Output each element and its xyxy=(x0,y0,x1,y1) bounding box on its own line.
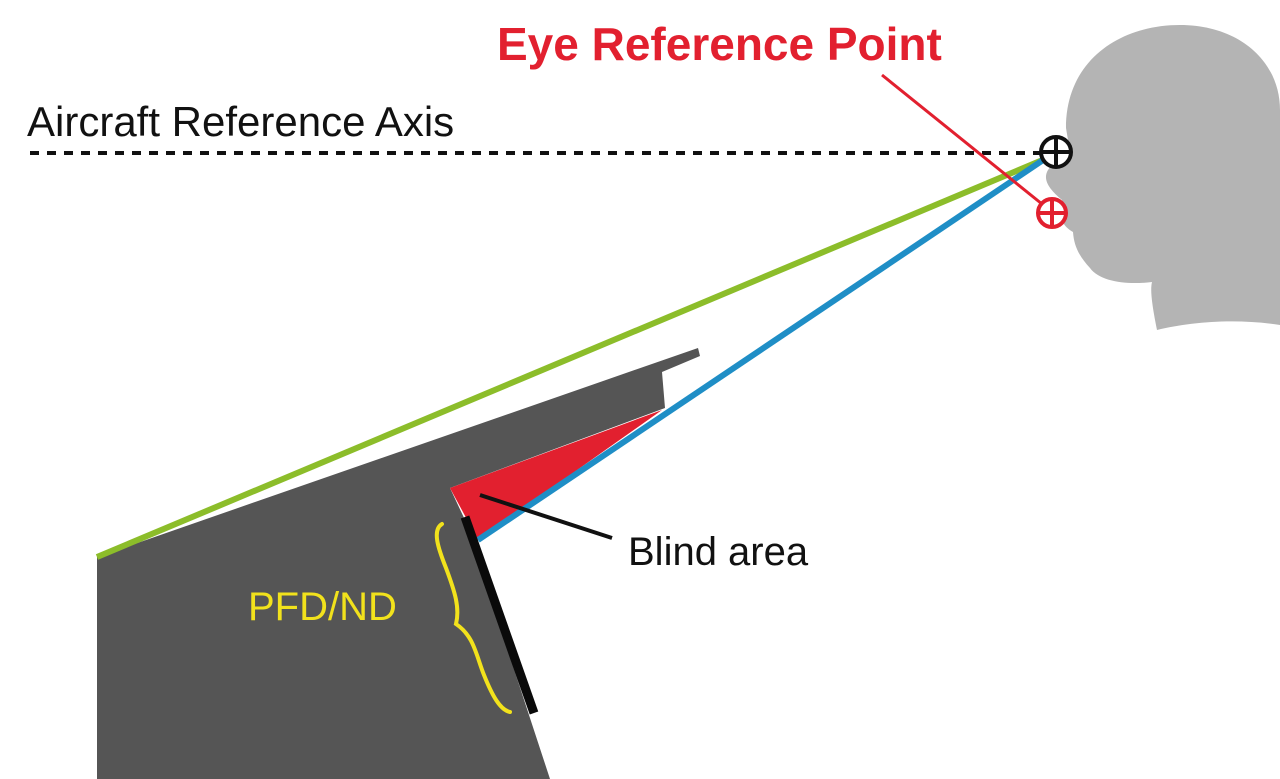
blind-area-pointer-line xyxy=(479,493,613,540)
instrument-panel xyxy=(97,348,700,779)
crosshair-circle-icon xyxy=(1036,197,1068,229)
pfd-nd-brace xyxy=(434,522,512,714)
eye-reference-point-label: Eye Reference Point xyxy=(497,18,942,70)
sight-line-upper xyxy=(95,153,1054,560)
blind-area-region xyxy=(450,410,662,540)
aircraft-reference-axis-label: Aircraft Reference Axis xyxy=(27,98,454,145)
pilot-head-silhouette xyxy=(1045,25,1280,330)
pfd-nd-display xyxy=(460,515,539,715)
crosshair-circle-icon xyxy=(1039,135,1073,169)
eye-reference-pointer-line xyxy=(881,73,1043,206)
sight-line-lower xyxy=(476,149,1057,543)
pfd-nd-label: PFD/ND xyxy=(248,585,397,629)
blind-area-label: Blind area xyxy=(628,530,809,574)
